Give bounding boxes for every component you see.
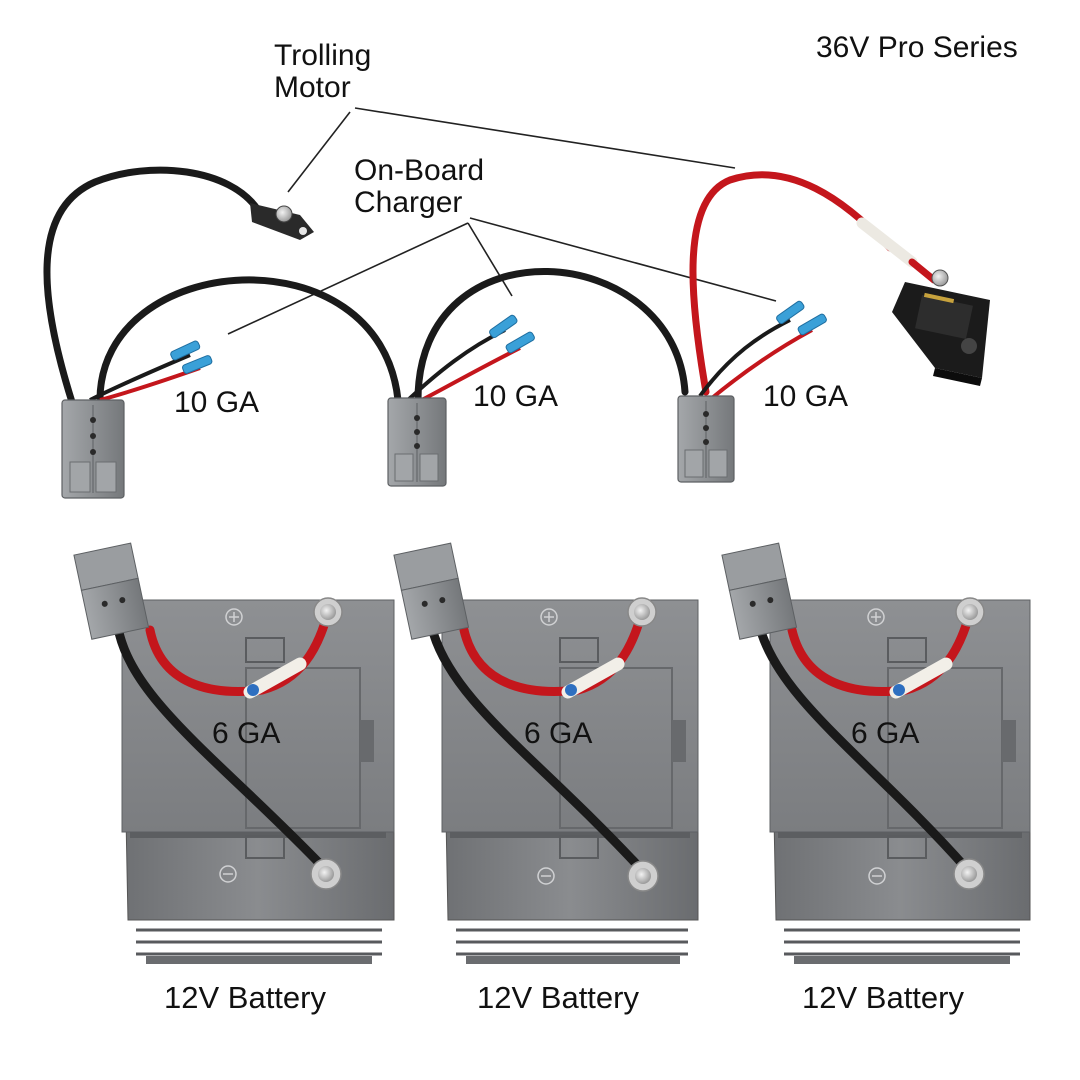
leader-charger-2 [467,222,513,297]
jumper-connector-3 [677,395,735,483]
battery-2-gauge-label: 6 GA [524,717,593,750]
battery-2 [393,542,699,964]
charger-leads [89,300,827,404]
battery-1 [73,542,395,964]
leader-trolling-negative [287,111,351,193]
battery-1-label: 12V Battery [164,980,326,1015]
battery-3 [721,542,1031,964]
battery-2-label: 12V Battery [477,980,639,1015]
battery-3-label: 12V Battery [802,980,964,1015]
jumper-gauge-label-1: 10 GA [174,386,260,419]
trolling-motor-positive-lead [689,171,938,396]
on-board-charger-callout: On-Board Charger [354,154,485,219]
battery-3-gauge-label: 6 GA [851,717,920,750]
negative-jumpers [96,268,689,404]
jumper-connector-1 [61,399,125,499]
jumper-connector-2 [387,397,447,487]
battery-1-gauge-label: 6 GA [212,717,281,750]
jumper-connectors [61,395,735,499]
leader-charger-3 [469,217,777,302]
trolling-motor-callout: Trolling Motor [274,39,372,104]
jumper-gauge-label-2: 10 GA [473,380,559,413]
circuit-breaker [892,269,990,386]
trolling-motor-negative-lead [43,166,314,406]
leader-lines [227,107,777,335]
jumper-gauge-label-3: 10 GA [763,380,849,413]
page-title: 36V Pro Series [816,31,1018,64]
leader-trolling-positive [354,107,736,169]
leader-charger-1 [227,222,469,335]
